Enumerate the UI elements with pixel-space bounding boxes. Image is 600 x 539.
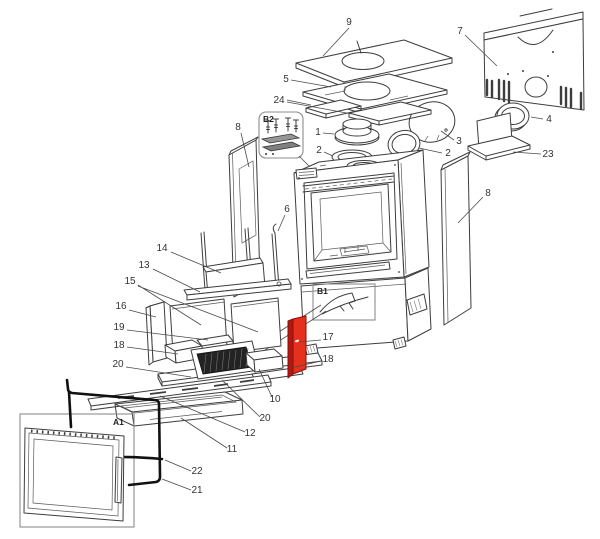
leader-lines xyxy=(125,27,544,491)
rating-plate xyxy=(295,167,318,180)
part-heat-shield-plates xyxy=(305,99,432,126)
b2-box-label: B2 xyxy=(263,114,274,124)
part-door-gasket-loop xyxy=(65,378,162,487)
part-label-10: 10 xyxy=(269,394,281,405)
part-label-20-bottom: 20 xyxy=(259,413,271,424)
part-label-19: 19 xyxy=(113,322,125,333)
callout-labels: 9 5 24 7 4 23 3 2 1 2 8 8 6 14 13 15 16 … xyxy=(112,17,554,496)
part-label-20-left: 20 xyxy=(112,359,124,370)
part-label-4: 4 xyxy=(546,114,552,125)
stove-foot-bracket xyxy=(304,293,428,356)
screw-icon xyxy=(265,117,299,134)
hardware-kit-b2-box: B2 xyxy=(258,111,313,170)
part-label-22: 22 xyxy=(191,466,203,477)
part-label-2-right: 2 xyxy=(445,148,451,159)
door-handle xyxy=(114,456,123,504)
part-side-panel-right xyxy=(440,151,472,326)
part-top-plate xyxy=(295,39,453,88)
a1-box-label: A1 xyxy=(113,417,124,427)
part-label-9: 9 xyxy=(346,17,352,28)
part-highlighted-firebrick xyxy=(287,315,307,379)
part-label-6: 6 xyxy=(284,204,290,215)
part-label-21: 21 xyxy=(191,485,203,496)
part-label-2-left: 2 xyxy=(316,145,322,156)
part-bracket-shelf xyxy=(467,112,531,161)
part-label-11: 11 xyxy=(227,444,238,455)
part-label-3: 3 xyxy=(456,136,462,147)
part-label-8-left: 8 xyxy=(235,122,241,133)
highlighted-firebrick-front-face xyxy=(292,315,307,375)
part-door xyxy=(23,427,125,522)
stove-body: B1 xyxy=(245,149,432,360)
part-shaker-grate xyxy=(190,340,260,380)
part-label-15: 15 xyxy=(124,276,136,287)
part-support-bar xyxy=(183,278,292,301)
part-label-7: 7 xyxy=(457,26,463,37)
part-back-panel xyxy=(483,8,585,111)
part-cleaning-rod xyxy=(271,223,280,290)
baffle-support-rods xyxy=(200,227,253,291)
part-flue-collar xyxy=(334,118,380,146)
part-label-12: 12 xyxy=(244,428,256,439)
part-label-8-right: 8 xyxy=(485,188,491,199)
part-label-1: 1 xyxy=(315,127,321,138)
part-label-16: 16 xyxy=(115,301,127,312)
part-firebrick-right xyxy=(245,348,284,373)
part-label-5: 5 xyxy=(283,74,289,85)
part-label-24: 24 xyxy=(273,95,285,106)
part-door-gasket-cord xyxy=(122,455,164,461)
part-label-23: 23 xyxy=(542,149,554,160)
part-label-18-left: 18 xyxy=(113,340,125,351)
door-assembly-a1-box: A1 xyxy=(19,413,135,528)
highlighted-firebrick-side-face xyxy=(287,318,294,379)
part-label-14: 14 xyxy=(156,243,168,254)
part-label-18-right: 18 xyxy=(322,354,334,365)
b1-box-label: B1 xyxy=(317,286,328,296)
part-label-17: 17 xyxy=(322,332,334,343)
part-label-13: 13 xyxy=(138,260,150,271)
